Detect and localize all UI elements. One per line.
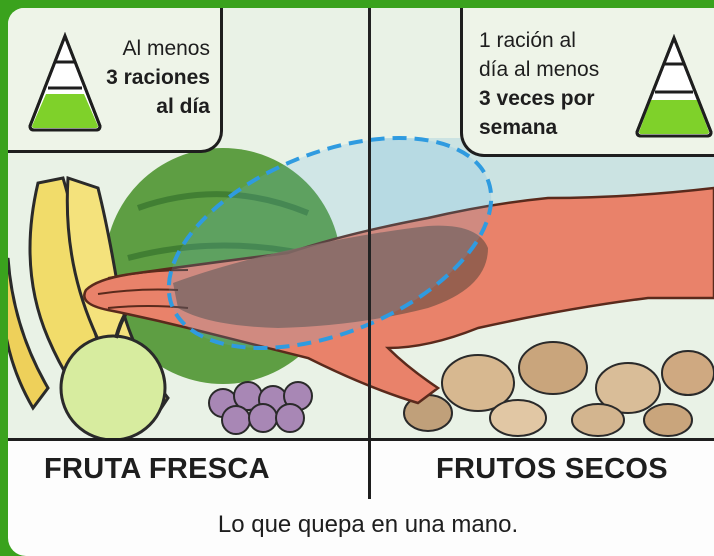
label-nuts: FRUTOS SECOS xyxy=(436,453,668,485)
panel-divider xyxy=(368,8,371,438)
nuts-frequency-text: 1 ración al día al menos 3 veces por sem… xyxy=(479,26,599,142)
nuts-line3: 3 veces por xyxy=(479,87,595,110)
label-divider xyxy=(368,441,371,499)
apple xyxy=(59,334,167,438)
food-scene-illustration xyxy=(8,136,714,438)
fresh-fruit-line3: al día xyxy=(156,95,210,118)
fresh-fruit-frequency-text: Al menos 3 raciones al día xyxy=(106,34,210,121)
portion-highlight-circle xyxy=(166,136,494,350)
nuts-line4: semana xyxy=(479,116,558,139)
footer-caption: Lo que quepa en una mano. xyxy=(217,511,519,538)
footer-caption-box: Lo que quepa en una mano. xyxy=(8,499,714,556)
food-pyramid-icon xyxy=(28,32,102,132)
label-fresh-fruit: FRUTA FRESCA xyxy=(44,453,270,485)
illustration-panel: Al menos 3 raciones al día 1 ración al d… xyxy=(8,8,714,438)
info-box-fresh-fruit: Al menos 3 raciones al día xyxy=(8,8,223,153)
category-label-bar: FRUTA FRESCA FRUTOS SECOS xyxy=(8,438,714,502)
fresh-fruit-line2: 3 raciones xyxy=(106,66,210,89)
info-box-nuts: 1 ración al día al menos 3 veces por sem… xyxy=(460,8,714,157)
nuts xyxy=(403,341,714,437)
food-pyramid-icon xyxy=(635,34,713,138)
nuts-line1: 1 ración al xyxy=(479,29,576,52)
grapes xyxy=(208,381,313,435)
nuts-line2: día al menos xyxy=(479,58,600,81)
fresh-fruit-line1: Al menos xyxy=(122,37,210,60)
